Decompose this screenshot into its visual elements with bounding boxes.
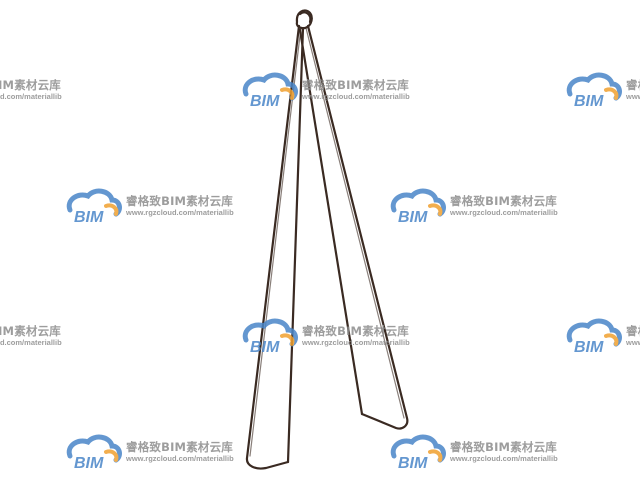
hanger-right-wire	[306, 24, 409, 430]
hanger-top-knot	[298, 11, 312, 24]
hanger-inner-right-wire	[298, 28, 364, 416]
hanger-inner-left-wire	[286, 26, 305, 464]
hanger-left-wire	[245, 24, 301, 470]
